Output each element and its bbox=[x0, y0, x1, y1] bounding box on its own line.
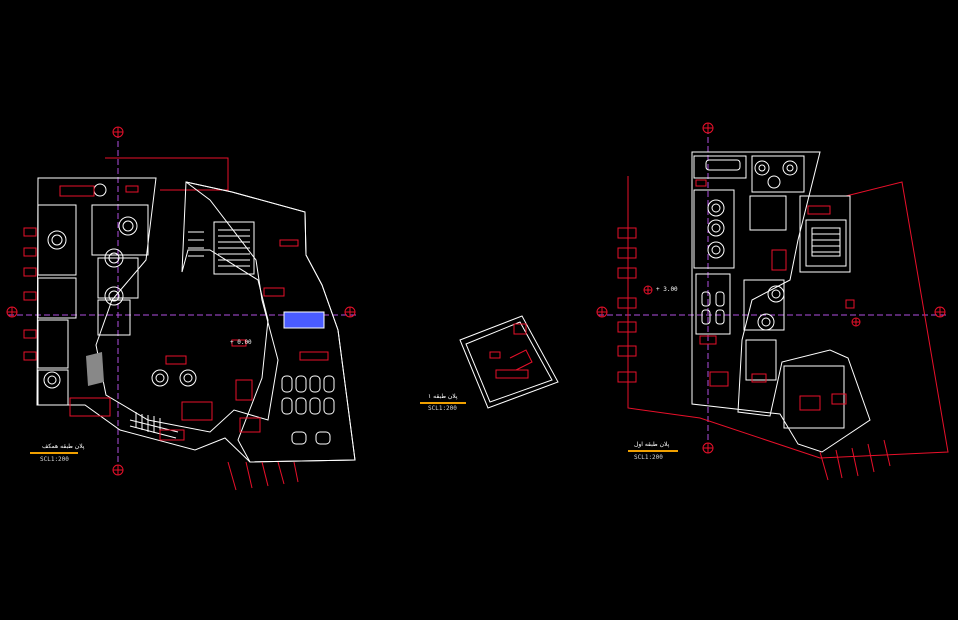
drawing-3-scale: SCL1:200 bbox=[634, 454, 663, 461]
drawing-1-title: پلان طبقه همکف bbox=[42, 443, 85, 450]
site-boundary bbox=[105, 157, 229, 191]
drawing-2-title: پلان طبقه ۱ bbox=[428, 393, 458, 400]
level-mark-right: + 3.00 bbox=[656, 286, 678, 293]
site-boundary bbox=[627, 176, 949, 459]
balconies bbox=[23, 227, 299, 491]
plan-ground-floor bbox=[6, 126, 358, 491]
rooms bbox=[693, 155, 847, 429]
balconies bbox=[617, 227, 891, 481]
axis-marker bbox=[6, 126, 356, 476]
small-plan-outline bbox=[459, 315, 559, 409]
conference-table bbox=[705, 159, 741, 171]
hatch-area bbox=[86, 352, 104, 386]
building-inner-outline bbox=[181, 181, 356, 463]
axis-marker bbox=[596, 122, 946, 454]
drawing-2-scale: SCL1:200 bbox=[428, 405, 457, 412]
plan-first-floor bbox=[596, 122, 949, 481]
auditorium-seats bbox=[188, 221, 255, 275]
small-plan-details bbox=[489, 323, 533, 379]
round-tables bbox=[43, 183, 197, 389]
stairs bbox=[811, 227, 841, 257]
small-plan-inner bbox=[465, 321, 553, 403]
red-details bbox=[59, 185, 329, 441]
building-outline bbox=[691, 151, 871, 453]
building-wing bbox=[799, 195, 851, 273]
plan-small-level bbox=[459, 315, 559, 409]
drawing-3-title: پلان طبقه اول bbox=[634, 441, 670, 448]
pool bbox=[283, 311, 325, 329]
tables bbox=[701, 291, 725, 325]
left-rooms bbox=[37, 204, 149, 406]
dining-tables bbox=[281, 375, 335, 445]
level-mark-left: + 0.00 bbox=[230, 339, 252, 346]
round-tables bbox=[707, 160, 798, 331]
drawing-1-scale: SCL1:200 bbox=[40, 456, 69, 463]
red-details bbox=[695, 179, 855, 411]
